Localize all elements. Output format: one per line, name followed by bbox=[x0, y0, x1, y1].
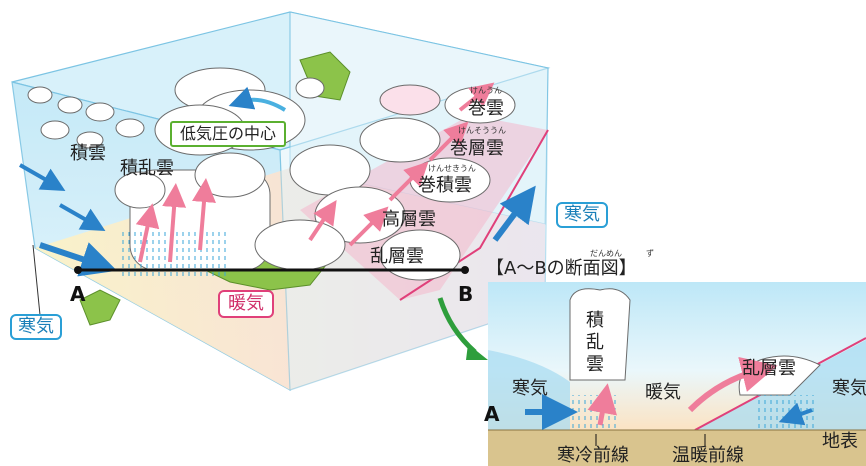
section-nimbostratus: 乱層雲 bbox=[742, 358, 796, 379]
section-point-a: A bbox=[484, 402, 500, 426]
label-point-b: B bbox=[458, 282, 474, 306]
label-cumulonimbus-3d: 積乱雲 bbox=[120, 158, 174, 179]
section-warm-front: 温暖前線 bbox=[672, 445, 744, 466]
label-warm-air: 暖気 bbox=[218, 290, 274, 318]
ruby-zu: ず bbox=[646, 249, 654, 258]
label-cirrocumulus: 巻積雲 bbox=[418, 175, 472, 196]
ruby-cirrocumulus: けんせきうん bbox=[428, 164, 476, 173]
section-warm-air: 暖気 bbox=[645, 382, 681, 403]
section-cold-air-right: 寒気 bbox=[832, 378, 866, 399]
section-title: 【A～Bの断面図】 bbox=[486, 258, 637, 279]
label-point-a: A bbox=[70, 282, 86, 306]
section-cold-front: 寒冷前線 bbox=[557, 445, 629, 466]
ruby-cirrostratus: けんそううん bbox=[458, 126, 506, 135]
warm-front-line bbox=[399, 129, 549, 301]
label-cumulus: 積雲 bbox=[70, 143, 106, 164]
section-cumulonimbus-char-1: 積 bbox=[586, 310, 604, 331]
ruby-danmen: だんめん bbox=[590, 249, 622, 258]
section-cumulonimbus-char-2: 乱 bbox=[586, 332, 604, 353]
label-altostratus: 高層雲 bbox=[382, 209, 436, 230]
section-cumulonimbus-char-3: 雲 bbox=[586, 354, 604, 375]
label-cirrostratus: 巻層雲 bbox=[450, 138, 504, 159]
air-arrows-3d bbox=[19, 82, 536, 277]
label-cirrus: 巻雲 bbox=[468, 98, 504, 119]
section-line-ab bbox=[74, 266, 469, 274]
label-cold-air-left: 寒気 bbox=[10, 314, 62, 340]
section-ground: 地表 bbox=[822, 431, 858, 452]
section-cold-air: 寒気 bbox=[512, 378, 548, 399]
label-low-pressure-center: 低気圧の中心 bbox=[170, 121, 287, 147]
label-nimbostratus-3d: 乱層雲 bbox=[370, 246, 424, 267]
ruby-cirrus: けんうん bbox=[470, 86, 502, 95]
cold-air-leader bbox=[32, 244, 41, 316]
label-cold-air-right: 寒気 bbox=[556, 202, 608, 228]
rain-3d bbox=[120, 230, 230, 280]
warm-front-plane bbox=[300, 115, 548, 300]
green-arrow-head bbox=[466, 344, 488, 360]
cross-section bbox=[488, 282, 866, 466]
